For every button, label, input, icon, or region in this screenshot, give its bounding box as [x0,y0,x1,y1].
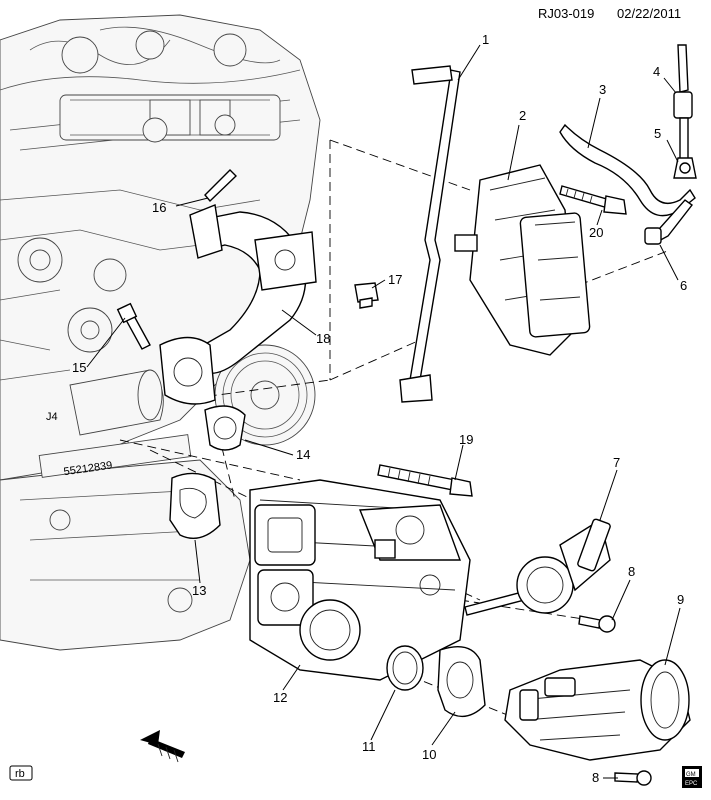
part-8-bolt-lower [614,770,652,786]
part-11-o-ring [386,645,424,691]
callout-18: 18 [316,331,330,346]
callout-1: 1 [482,32,489,47]
part-20-bolt [559,185,627,215]
callout-leaders [86,44,681,779]
part-8-bolt-upper [578,615,616,633]
callout-16: 16 [152,200,166,215]
part-5-connector [673,157,697,179]
part-13-gasket [169,472,221,539]
drawing-code: RJ03-019 [538,6,594,21]
part-19-bolt [377,464,473,497]
callout-14: 14 [296,447,310,462]
footer-tag: rb [9,765,33,781]
callout-17: 17 [388,272,402,287]
callout-13: 13 [192,583,206,598]
part-1-vacuum-tube [399,65,461,403]
footer-tag-text: rb [15,768,25,780]
part-18-egr-pipe [159,204,317,405]
svg-text:EPC: EPC [685,781,698,787]
casting-code: J4 [46,411,58,423]
part-16-seal [204,169,237,203]
part-14-gasket [204,405,246,451]
callout-20: 20 [589,225,603,240]
part-9-egr-valve [504,659,691,761]
callout-2: 2 [519,108,526,123]
callout-numbers: 1 2 3 4 5 6 7 8 8 9 10 11 12 13 14 15 16… [72,32,687,785]
callout-15: 15 [72,360,86,375]
callout-6: 6 [680,278,687,293]
part-10-gasket [437,646,486,718]
svg-text:GM: GM [686,772,696,778]
callout-12: 12 [273,690,287,705]
gm-epc-icon: GM EPC [682,766,702,788]
callout-8-upper: 8 [628,564,635,579]
callout-11: 11 [362,739,376,754]
callout-8-lower: 8 [592,770,599,785]
part-4-hose-end [673,44,693,161]
part-15-bolt [116,302,151,350]
drawing-date: 02/22/2011 [617,6,681,21]
callout-3: 3 [599,82,606,97]
callout-19: 19 [459,432,473,447]
part-12-egr-cooler [249,479,471,681]
part-6-hose [644,199,693,245]
part-7-actuator [464,518,611,616]
callout-7: 7 [613,455,620,470]
forward-arrow-icon [140,730,185,763]
callout-4: 4 [653,64,660,79]
part-3-hose [559,123,696,217]
callout-5: 5 [654,126,661,141]
callout-9: 9 [677,592,684,607]
callout-10: 10 [422,747,436,762]
part-2-vacuum-valve [454,164,591,356]
